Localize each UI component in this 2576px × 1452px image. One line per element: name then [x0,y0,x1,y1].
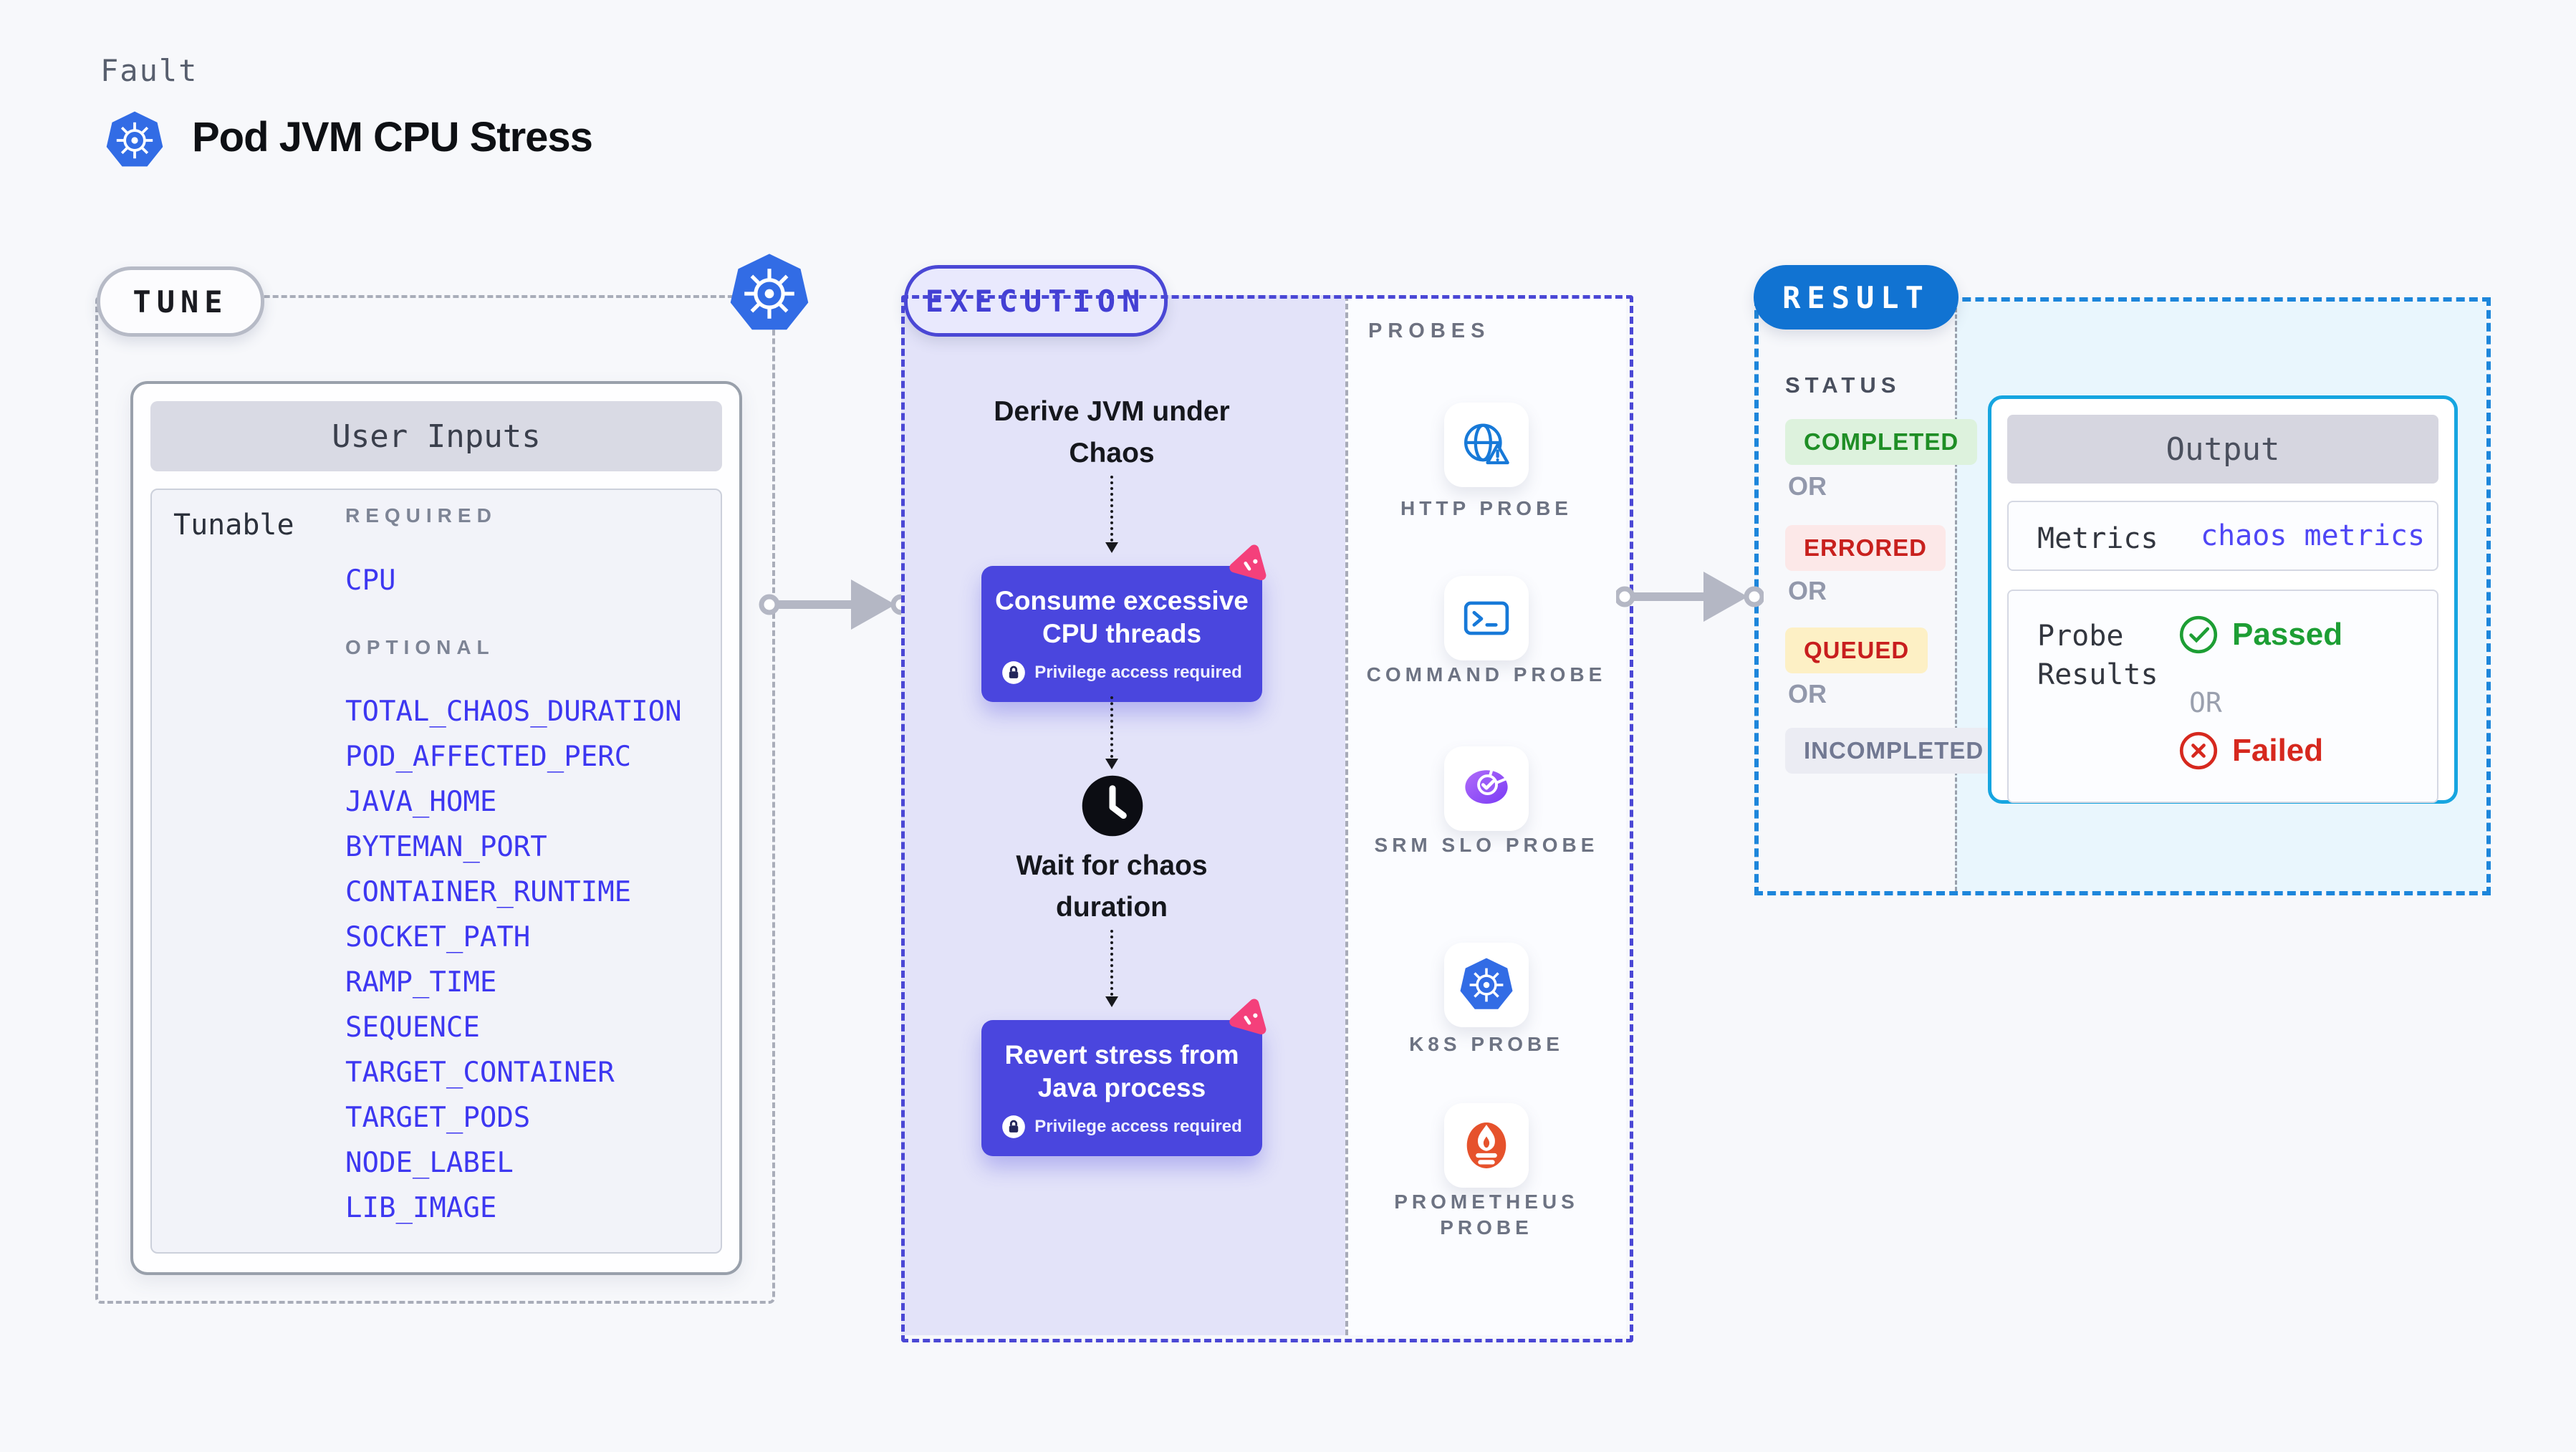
step-consume-cpu-label: Consume excessive CPU threads [995,586,1249,648]
page-title: Pod JVM CPU Stress [192,114,593,160]
check-circle-icon [2179,615,2218,654]
user-inputs-card: User Inputs Tunable REQUIRED CPU OPTIONA… [130,381,742,1275]
step-revert-stress-box: Revert stress from Java process Privileg… [981,999,1267,1156]
prometheus-flame-icon [1466,1122,1506,1168]
step-revert-stress-label: Revert stress from Java process [1004,1040,1239,1102]
fault-category-label: Fault [100,53,198,88]
passed-result: Passed [2178,614,2342,655]
status-heading: STATUS [1785,372,1901,398]
chaos-icon [1229,999,1267,1035]
result-badge: RESULT [1754,265,1959,330]
tunable-item[interactable]: NODE_LABEL [345,1147,514,1179]
tunable-item[interactable]: JAVA_HOME [345,786,497,818]
status-badge-completed: COMPLETED [1785,419,1978,465]
connector-arrow-down [1105,476,1118,553]
tunable-item[interactable]: TARGET_CONTAINER [345,1057,615,1089]
probe-results-label: Probe Results [2037,620,2158,691]
clock-icon [1082,775,1143,837]
user-inputs-title: User Inputs [150,401,722,471]
arrow-execution-to-result [1616,572,1764,622]
kubernetes-icon [730,254,809,330]
command-probe-card [1444,576,1529,660]
srm-slo-probe-label: SRM SLO PROBE [1374,834,1599,856]
or-separator: OR [1788,471,1827,501]
x-circle-icon [2179,731,2218,770]
privilege-note: Privilege access required [1034,662,1242,682]
connector-arrow-down [1105,696,1118,769]
or-separator: OR [1788,679,1827,708]
tunable-item[interactable]: TOTAL_CHAOS_DURATION [345,696,682,728]
tunable-item[interactable]: POD_AFFECTED_PERC [345,741,632,773]
execution-badge: EXECUTION [904,265,1168,337]
or-separator: OR [2189,687,2222,718]
failed-label: Failed [2232,733,2324,768]
arrow-tune-to-execution [759,580,912,630]
output-title: Output [2007,415,2438,484]
tune-badge: TUNE [97,266,264,337]
tunable-item[interactable]: SOCKET_PATH [345,921,531,953]
connector-arrow-down [1105,930,1118,1007]
tunable-row-label: Tunable [173,509,294,542]
status-badge-errored: ERRORED [1785,525,1946,571]
terminal-icon [1464,601,1509,635]
lock-icon [1002,1115,1026,1138]
http-globe-alert-icon [1464,423,1509,465]
failed-result: Failed [2178,730,2323,771]
command-probe-label: COMMAND PROBE [1366,663,1607,686]
required-section-label: REQUIRED [345,504,497,527]
prometheus-probe-card [1444,1103,1529,1188]
k8s-probe-card [1444,943,1529,1027]
status-output-divider [1955,302,1957,891]
tunable-item[interactable]: CPU [345,564,396,597]
kubernetes-icon [1460,958,1513,1009]
srm-slo-probe-card [1444,746,1529,831]
prometheus-probe-label: PROMETHEUS PROBE [1394,1191,1579,1239]
metrics-row: Metrics chaos metrics [2007,501,2438,571]
tunable-item[interactable]: BYTEMAN_PORT [345,831,547,863]
probe-results-row: Probe Results Passed OR Failed [2007,590,2438,803]
k8s-probe-label: K8S PROBE [1409,1033,1564,1055]
http-probe-label: HTTP PROBE [1400,497,1572,519]
step-consume-cpu-box: Consume excessive CPU threads Privilege … [981,544,1267,702]
tunable-item[interactable]: LIB_IMAGE [345,1192,497,1224]
tune-section-box [95,295,775,1304]
tunable-item[interactable]: SEQUENCE [345,1011,480,1044]
status-badge-incompleted: INCOMPLETED [1785,728,2003,774]
probes-heading: PROBES [1368,319,1491,342]
chaos-icon [1229,544,1267,581]
slo-gauge-check-icon [1465,769,1508,804]
passed-label: Passed [2232,617,2343,652]
tunable-item[interactable]: CONTAINER_RUNTIME [345,876,632,908]
lock-icon [1002,660,1026,684]
tunable-item[interactable]: RAMP_TIME [345,966,497,999]
tunable-item[interactable]: TARGET_PODS [345,1102,531,1134]
step-derive-jvm: Derive JVM under Chaos [994,396,1230,468]
status-badge-queued: QUEUED [1785,628,1928,673]
metrics-label: Metrics [2037,522,2158,555]
optional-section-label: OPTIONAL [345,636,495,658]
step-wait-duration: Wait for chaos duration [1016,850,1208,923]
execution-probes-divider [1345,295,1348,1335]
privilege-note: Privilege access required [1034,1116,1242,1136]
metrics-value-link[interactable]: chaos metrics [2201,519,2426,552]
or-separator: OR [1788,576,1827,605]
user-inputs-body: Tunable REQUIRED CPU OPTIONAL TOTAL_CHAO… [150,489,722,1254]
kubernetes-icon [106,111,163,167]
output-panel: Output Metrics chaos metrics Probe Resul… [1988,395,2458,804]
http-probe-card [1444,403,1529,487]
